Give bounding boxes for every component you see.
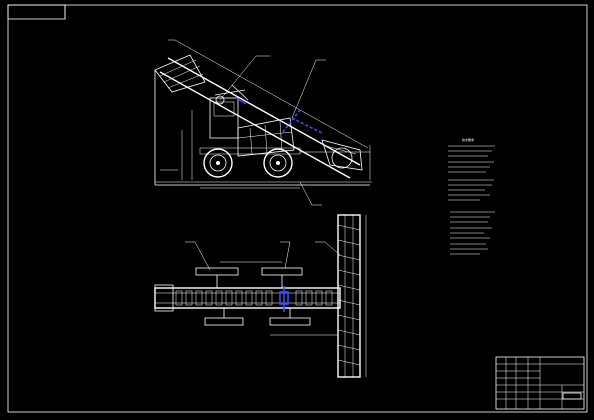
- plan-view: [154, 214, 367, 378]
- corner-stamp-box: [7, 4, 66, 20]
- sheet-border: [7, 4, 588, 413]
- side-elevation-view: [154, 39, 372, 206]
- notes-heading: 技术要求: [462, 138, 475, 142]
- title-block: [495, 356, 585, 410]
- technical-notes-block: [448, 145, 495, 255]
